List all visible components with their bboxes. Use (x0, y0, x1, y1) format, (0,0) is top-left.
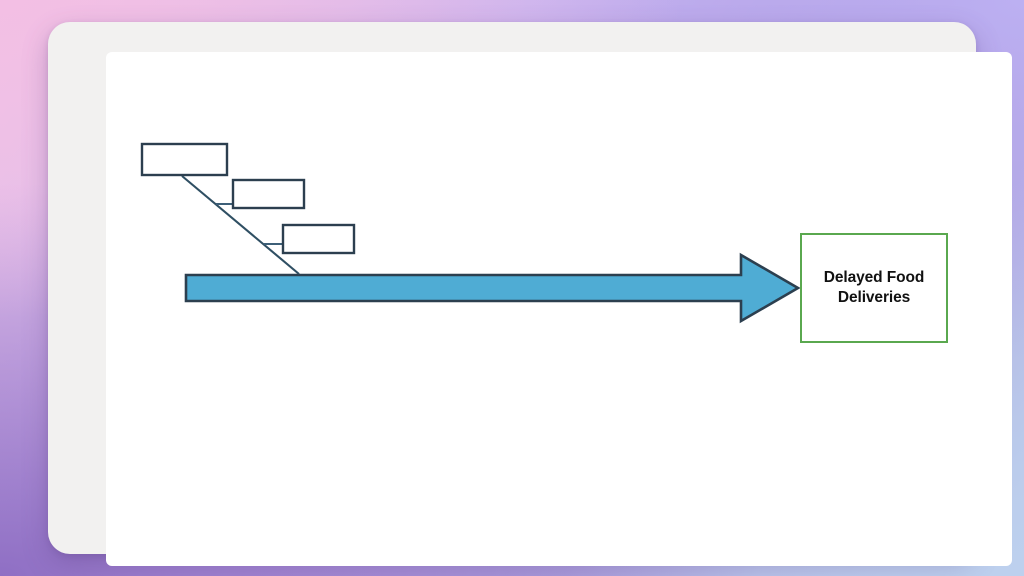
slide-card-frame: Delayed Food Deliveries (48, 22, 1012, 566)
slide-canvas: Delayed Food Deliveries (106, 52, 1012, 566)
cause-box-3[interactable] (281, 223, 356, 255)
fishbone-diagram (140, 142, 801, 324)
effect-box[interactable]: Delayed Food Deliveries (800, 233, 948, 343)
spine-arrow-shape (184, 252, 801, 324)
cause-box-1[interactable] (140, 142, 229, 177)
spine-arrow[interactable] (184, 252, 801, 324)
diagonal-rib-line (181, 175, 300, 275)
effect-box-label: Delayed Food Deliveries (823, 268, 925, 306)
cause-box-2[interactable] (231, 178, 306, 210)
